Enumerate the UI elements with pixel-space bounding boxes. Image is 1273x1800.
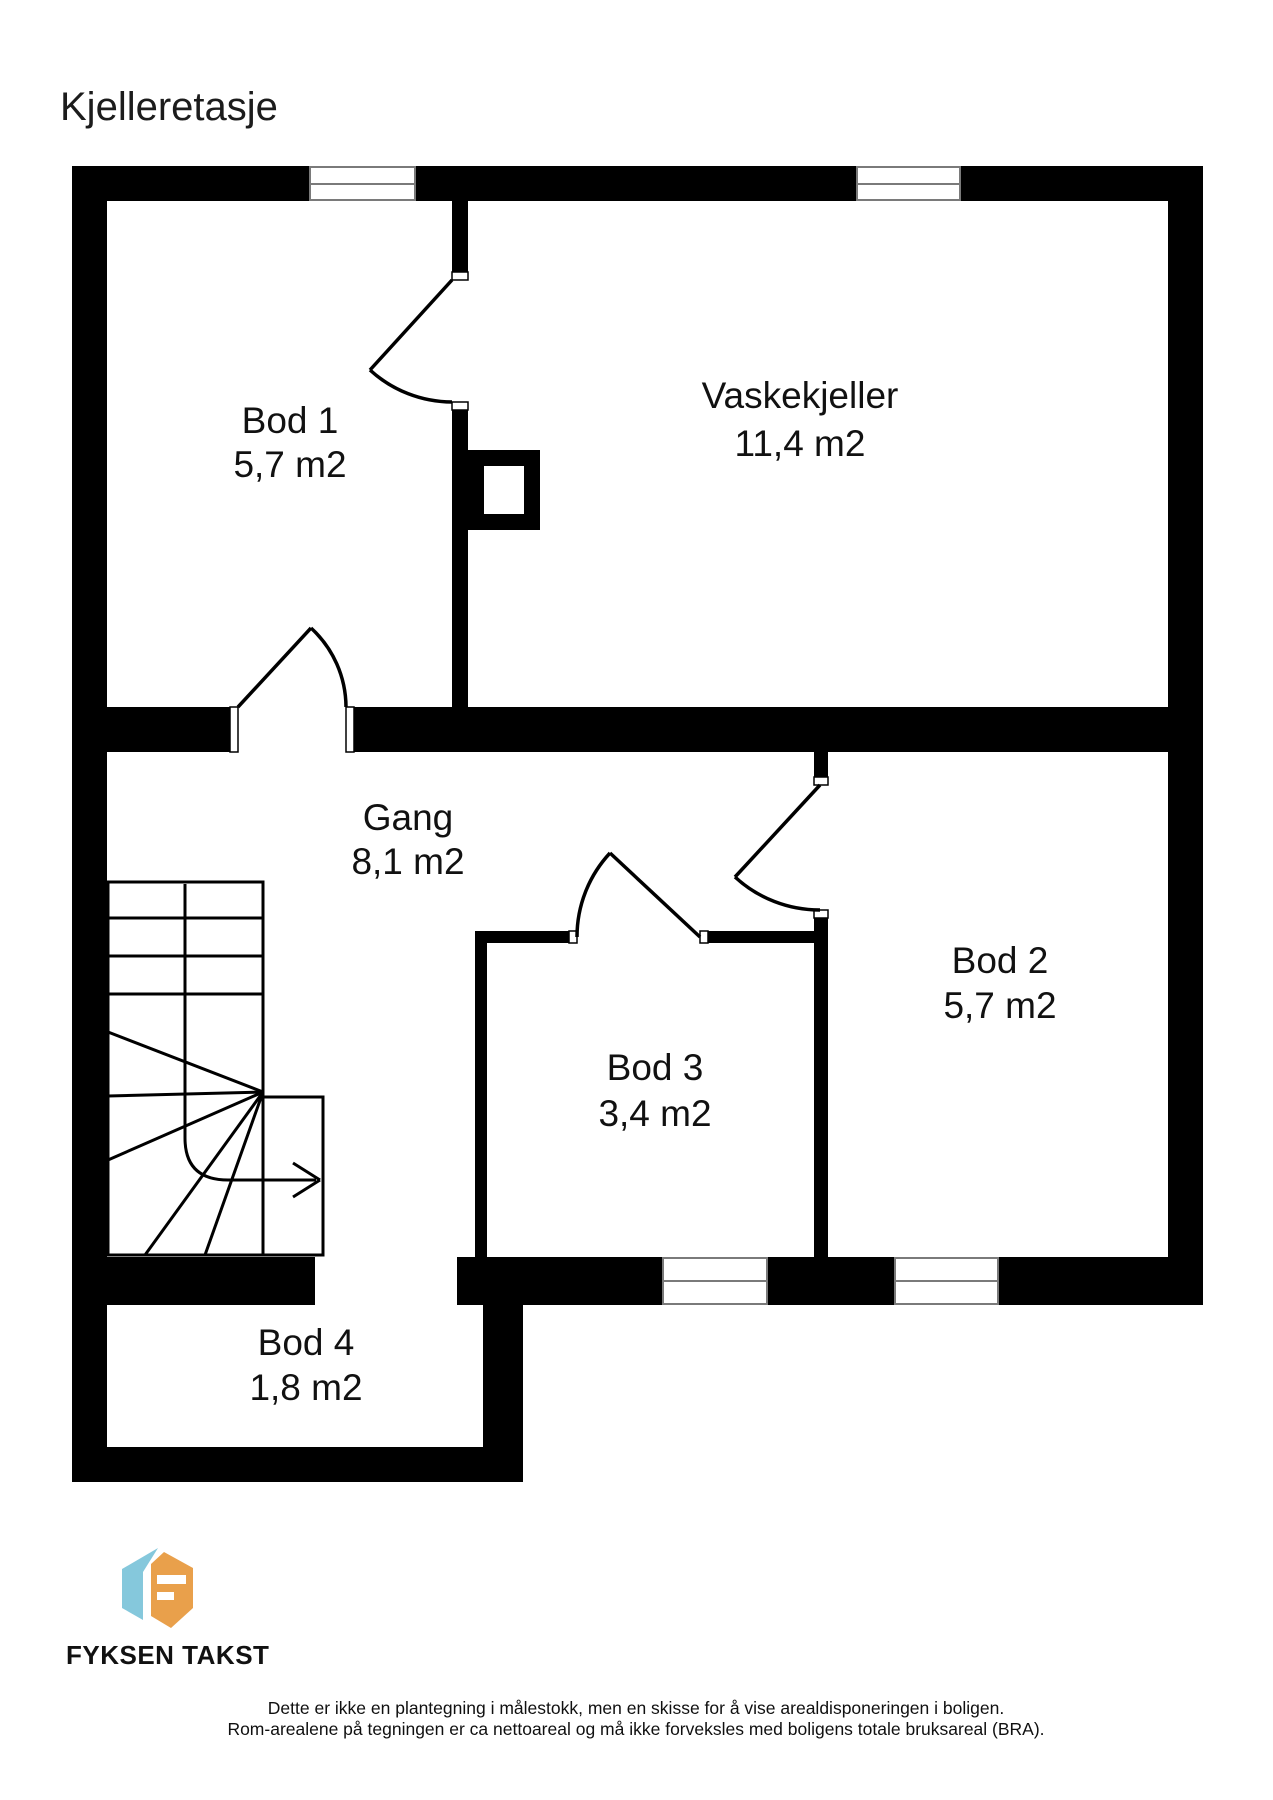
- windows: [309, 166, 999, 1305]
- left-outer-wall: [72, 166, 107, 1482]
- bod3-top-wall-right: [708, 931, 814, 943]
- room-area-bod1: 5,7 m2: [233, 444, 346, 485]
- interior-walls: [107, 201, 1168, 1257]
- vask-door-jamb-top: [451, 271, 469, 281]
- room-name-bod4: Bod 4: [258, 1322, 355, 1363]
- vask-door-leaf: [368, 278, 454, 372]
- right-outer-wall: [1168, 166, 1203, 1305]
- bod1-window: [309, 166, 416, 201]
- bod3-door-jamb-right: [699, 930, 709, 944]
- room-label-vaskekjeller: Vaskekjeller 11,4 m2: [702, 375, 899, 464]
- bod3-top-wall-left: [475, 931, 569, 943]
- main-divider-wall-right: [354, 707, 1168, 752]
- room-label-bod2: Bod 2 5,7 m2: [943, 940, 1056, 1026]
- bod1-door-jamb-right: [345, 706, 355, 753]
- room-labels: Bod 1 5,7 m2 Vaskekjeller 11,4 m2 Gang 8…: [233, 375, 1056, 1408]
- vask-door-jamb-bottom: [451, 401, 469, 411]
- bod2-door-jamb-bottom: [813, 909, 829, 919]
- bod1-vask-wall-upper: [452, 201, 468, 272]
- vask-door-arc: [368, 368, 453, 404]
- room-name-vaskekjeller: Vaskekjeller: [702, 375, 899, 416]
- staircase: [106, 880, 325, 1257]
- bottom-outer-wall-right: [457, 1257, 1203, 1305]
- wall-below-stairs: [107, 1257, 315, 1305]
- room-name-bod1: Bod 1: [242, 400, 339, 441]
- room-area-vaskekjeller: 11,4 m2: [735, 423, 866, 464]
- bod3-window: [662, 1257, 768, 1305]
- logo-text: FYKSEN TAKST: [66, 1640, 269, 1670]
- bod2-door-jamb-top: [813, 776, 829, 786]
- bod3-door-leaf: [608, 851, 702, 939]
- bod1-vask-wall-lower: [452, 410, 468, 707]
- door-swings: [236, 278, 822, 939]
- room-label-bod3: Bod 3 3,4 m2: [598, 1047, 711, 1134]
- disclaimer-line-1: Dette er ikke en plantegning i målestokk…: [268, 1698, 1004, 1718]
- room-label-gang: Gang 8,1 m2: [351, 797, 464, 882]
- bod2-window: [894, 1257, 999, 1305]
- room-name-bod3: Bod 3: [607, 1047, 704, 1088]
- bod1-door-leaf: [236, 626, 313, 709]
- stair-outline: [106, 880, 325, 1257]
- fyksen-takst-logo: FYKSEN TAKST: [66, 1548, 269, 1670]
- main-divider-wall-left: [107, 707, 230, 752]
- room-label-bod4: Bod 4 1,8 m2: [249, 1322, 362, 1408]
- bod2-door-leaf: [733, 783, 822, 879]
- bod2-door-arc: [733, 875, 821, 912]
- vaskekjeller-window: [856, 166, 961, 201]
- room-name-bod2: Bod 2: [952, 940, 1049, 981]
- door-jambs: [229, 271, 829, 944]
- disclaimer: Dette er ikke en plantegning i målestokk…: [227, 1698, 1044, 1739]
- gang-bod2-wall-upper: [814, 752, 828, 777]
- bod1-door-jamb-left: [229, 706, 239, 753]
- logo-f-bar-bottom: [157, 1592, 174, 1600]
- stair-walking-line: [183, 884, 321, 1199]
- room-name-gang: Gang: [363, 797, 454, 838]
- logo-cube-icon: [122, 1548, 193, 1628]
- logo-cube-blue-face: [122, 1548, 158, 1620]
- bod1-door-arc: [309, 626, 348, 708]
- bod4-right-wall: [483, 1305, 523, 1447]
- logo-cube-orange-face: [151, 1552, 193, 1628]
- disclaimer-line-2: Rom-arealene på tegningen er ca nettoare…: [227, 1719, 1044, 1739]
- room-area-bod4: 1,8 m2: [249, 1367, 362, 1408]
- logo-f-bar-top: [157, 1575, 186, 1584]
- room-label-bod1: Bod 1 5,7 m2: [233, 400, 346, 485]
- chimney-flue: [484, 466, 524, 514]
- outer-walls: [72, 166, 1203, 1482]
- room-area-gang: 8,1 m2: [351, 841, 464, 882]
- gang-bod2-wall-lower: [814, 918, 828, 1257]
- bottom-outer-wall-left: [72, 1447, 523, 1482]
- room-area-bod2: 5,7 m2: [943, 985, 1056, 1026]
- room-area-bod3: 3,4 m2: [598, 1093, 711, 1134]
- stair-direction-arrow: [292, 1161, 321, 1199]
- top-outer-wall: [72, 166, 1203, 201]
- page-title: Kjelleretasje: [60, 85, 278, 129]
- bod3-door-arc: [575, 851, 612, 938]
- bod3-left-wall: [475, 943, 487, 1257]
